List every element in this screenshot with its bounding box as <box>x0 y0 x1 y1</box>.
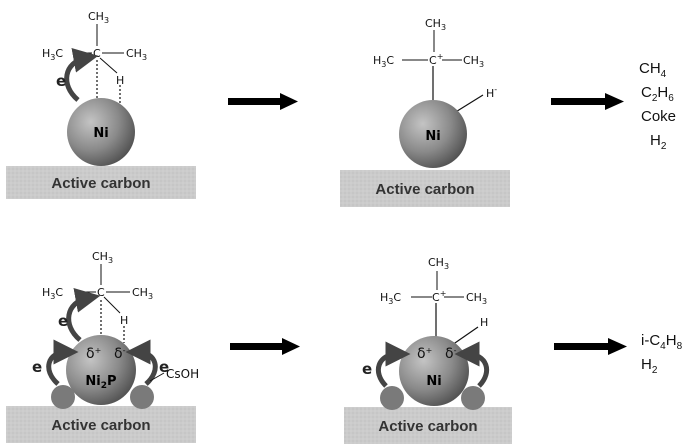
support-label: Active carbon <box>375 181 474 198</box>
small-promoter-ball-right <box>130 385 154 409</box>
curved-electron-arrow-icon <box>454 341 490 388</box>
product-3: Coke <box>641 108 676 125</box>
curved-electron-arrow-icon <box>375 341 411 388</box>
methyl-left: H3C <box>42 47 63 62</box>
right-arrow-icon <box>230 338 300 355</box>
top-products: CH4 C2H6 Coke H2 <box>639 60 676 152</box>
top-panel-1: Active carbon CH3 H3C C CH3 H e Ni <box>6 10 196 199</box>
small-promoter-ball-left <box>380 386 404 410</box>
active-carbon-slab <box>6 166 196 199</box>
methyl-right: CH3 <box>126 47 147 62</box>
metal-label: Ni <box>426 374 441 389</box>
carbocation: C+ <box>429 52 443 67</box>
small-promoter-ball-right <box>461 386 485 410</box>
hydrogen-label: H <box>116 74 124 87</box>
curved-electron-arrow-icon <box>125 339 158 386</box>
metal-label: Ni <box>425 129 440 144</box>
product-4: H2 <box>650 132 667 152</box>
metal-label: Ni2P <box>85 374 116 391</box>
bottom-products: i-C4H8 H2 <box>641 332 683 376</box>
active-carbon-slab <box>6 406 196 443</box>
metal-label: Ni <box>93 126 108 141</box>
right-arrow-icon <box>551 93 624 110</box>
bottom-panel-2: Active carbon CH3 H3C C+ CH3 H e δ+ δ- N… <box>344 256 512 444</box>
bond-ch-h <box>99 57 118 74</box>
svg-text:H3C: H3C <box>373 54 394 69</box>
bond-ni-h <box>453 94 484 114</box>
active-carbon-slab <box>344 407 512 444</box>
top-panel-2: Active carbon CH3 H3C C+ CH3 H- Ni <box>340 17 510 207</box>
nickel-ball <box>67 98 135 166</box>
bottom-panel-1: Active carbon CH3 H3C C CH3 H e e e δ+ δ… <box>6 250 199 443</box>
svg-text:e: e <box>159 358 169 376</box>
right-arrow-icon <box>228 93 298 110</box>
svg-text:H3C: H3C <box>42 286 63 301</box>
support-label: Active carbon <box>51 175 150 192</box>
svg-text:H3C: H3C <box>380 291 401 306</box>
svg-text:CH3: CH3 <box>92 250 113 265</box>
curved-electron-arrow-icon <box>66 287 101 342</box>
promoter-pointer <box>149 372 165 382</box>
small-promoter-ball-left <box>51 385 75 409</box>
svg-text:e: e <box>32 358 42 376</box>
active-carbon-slab <box>340 170 510 207</box>
svg-text:δ-: δ- <box>445 346 457 362</box>
ni2p-ball <box>66 335 136 405</box>
svg-text:δ+: δ+ <box>417 346 432 362</box>
center-carbon: C <box>93 47 101 60</box>
product-2: H2 <box>641 356 658 376</box>
delta-plus: δ+ <box>86 346 101 362</box>
right-arrow-icon <box>554 338 627 355</box>
svg-text:H: H <box>120 314 128 327</box>
svg-text:C: C <box>97 286 105 299</box>
nickel-ball <box>399 100 467 168</box>
support-label: Active carbon <box>378 418 477 435</box>
hydride-label: H- <box>486 85 497 100</box>
curved-electron-arrow-icon <box>46 339 79 386</box>
svg-text:C+: C+ <box>432 289 446 304</box>
svg-text:CH3: CH3 <box>425 17 446 32</box>
svg-text:CH3: CH3 <box>428 256 449 271</box>
product-1: i-C4H8 <box>641 332 683 352</box>
svg-text:e: e <box>58 312 68 330</box>
delta-minus: δ- <box>114 346 126 362</box>
product-2: C2H6 <box>641 84 674 104</box>
svg-text:H: H <box>480 316 488 329</box>
nickel-ball <box>399 336 469 406</box>
electron-label: e <box>56 72 66 90</box>
methyl-top: CH3 <box>88 10 109 25</box>
svg-text:CH3: CH3 <box>463 54 484 69</box>
product-1: CH4 <box>639 60 667 80</box>
svg-text:CH3: CH3 <box>466 291 487 306</box>
svg-text:CH3: CH3 <box>132 286 153 301</box>
svg-text:e: e <box>362 360 372 378</box>
promoter-label: CsOH <box>166 367 199 381</box>
curved-electron-arrow-icon <box>64 47 99 102</box>
support-label: Active carbon <box>51 417 150 434</box>
